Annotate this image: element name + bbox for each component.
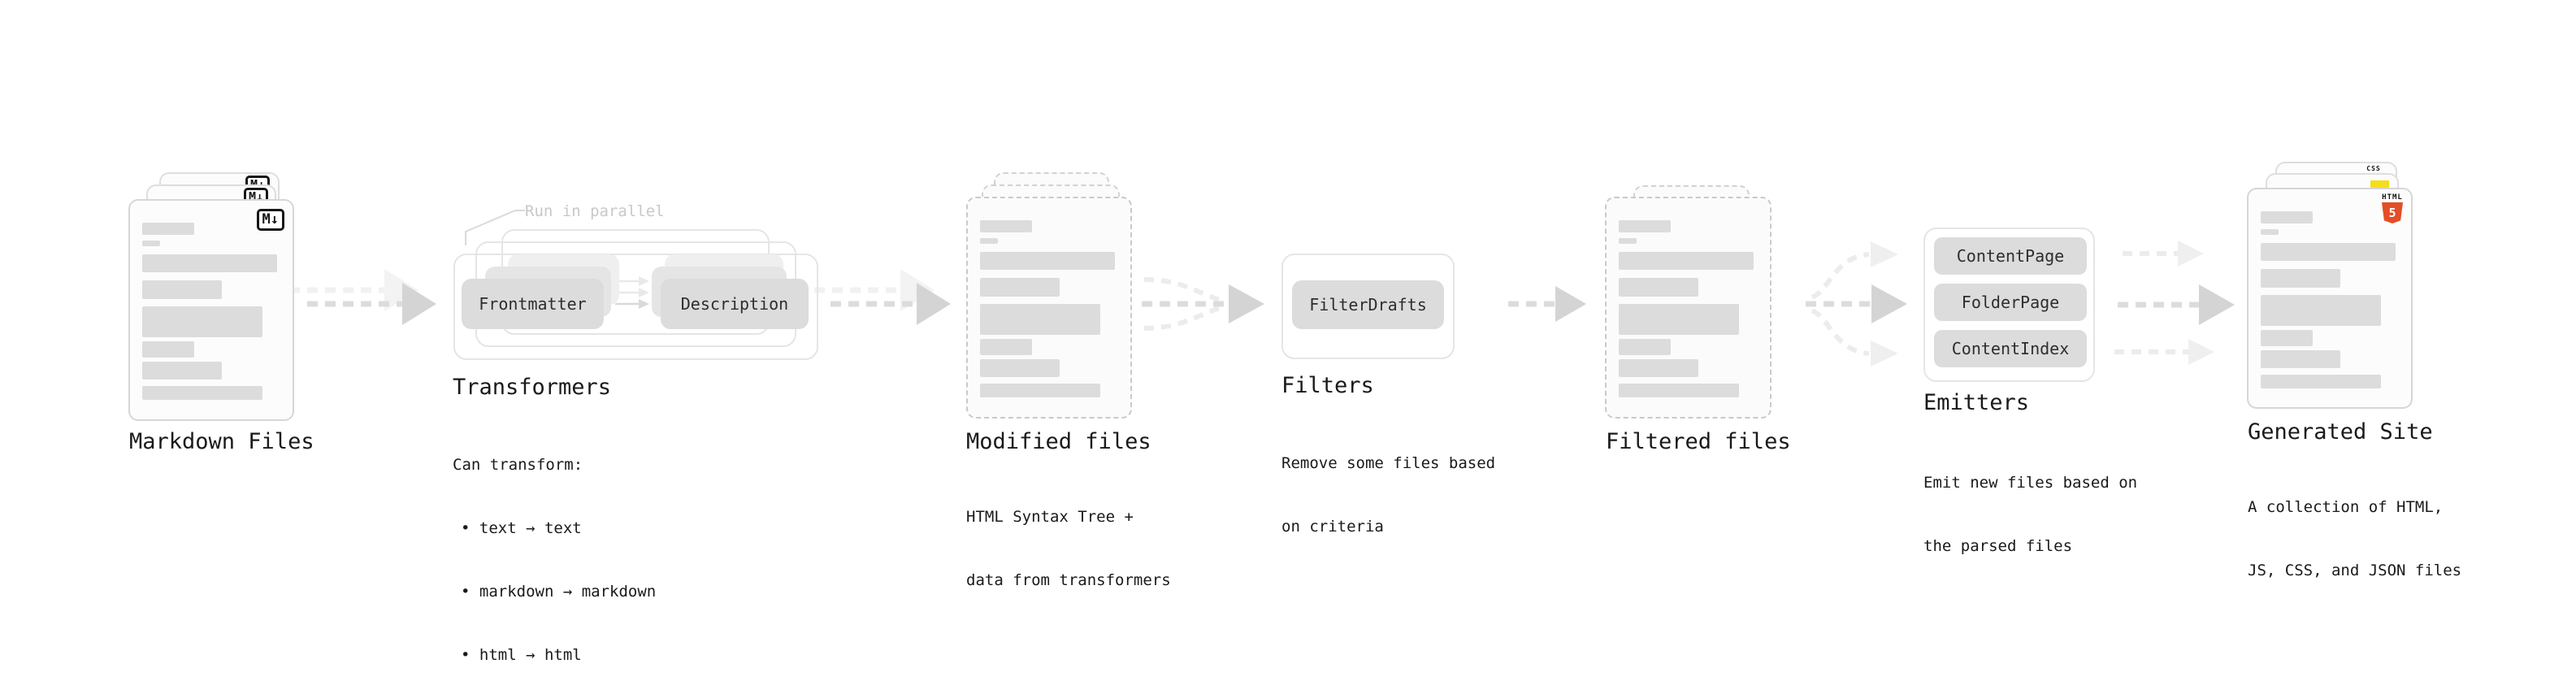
filters-label: Filters [1281,373,1374,398]
file-content-placeholder [1619,220,1758,397]
modified-file-card [966,197,1132,419]
file-content-placeholder [980,220,1118,397]
transformers-note: Can transform: • text → text • markdown … [453,456,657,664]
generated-site-card: HTML 5 [2247,188,2413,409]
generated-site-note: A collection of HTML, JS, CSS, and JSON … [2248,498,2462,579]
modified-files-note: HTML Syntax Tree + data from transformer… [966,508,1171,589]
transformer-chip-description: Description [661,279,809,329]
arrow-transformers-to-modified [814,269,951,325]
file-content-placeholder [142,223,280,400]
arrow-filtered-to-emitters [1806,241,1907,367]
run-in-parallel-annotation: Run in parallel [525,202,665,220]
emitter-chip-contentpage: ContentPage [1934,237,2087,275]
transformers-box [453,254,818,360]
emitters-label: Emitters [1923,390,2030,415]
emitters-note: Emit new files based on the parsed files [1923,474,2138,555]
filtered-files-label: Filtered files [1606,429,1791,454]
file-content-placeholder [2261,211,2399,388]
arrow-filters-to-filtered [1508,286,1586,322]
filter-chip-filterdrafts: FilterDrafts [1292,280,1444,329]
generated-site-label: Generated Site [2248,419,2433,445]
arrow-modified-to-filters [1142,277,1264,331]
markdown-file-card: M↓ [128,199,294,421]
transformers-label: Transformers [453,375,612,400]
html5-icon: HTML 5 [2380,194,2405,223]
arrow-markdown-to-transformers [289,269,436,325]
modified-files-label: Modified files [966,429,1151,454]
transformer-chip-frontmatter: Frontmatter [462,279,604,329]
arrow-emitters-to-generated [2114,241,2235,365]
filters-box [1281,254,1455,359]
emitters-box [1923,228,2095,382]
filtered-file-card [1605,197,1772,419]
markdown-files-label: Markdown Files [129,429,314,454]
markdown-icon: M↓ [256,209,284,231]
emitter-chip-folderpage: FolderPage [1934,284,2087,321]
filters-note: Remove some files based on criteria [1281,454,1496,536]
emitter-chip-contentindex: ContentIndex [1934,330,2087,367]
